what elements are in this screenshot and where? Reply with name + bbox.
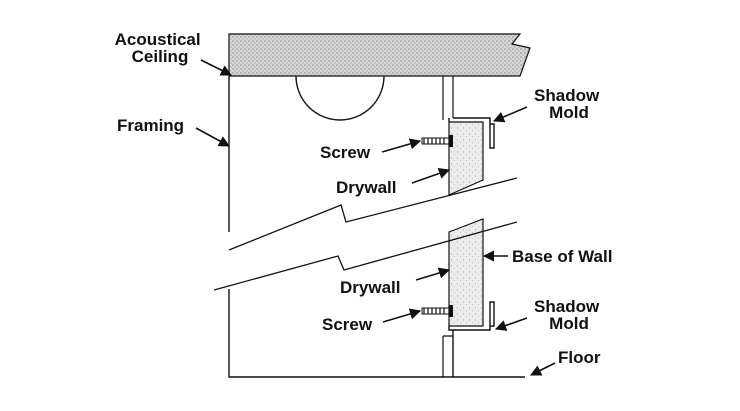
arrow-shadow-mold-top — [492, 106, 528, 123]
label-screw-top: Screw — [320, 143, 371, 162]
bottom-stud-line — [442, 335, 453, 377]
arrow-acoustical-ceiling — [200, 59, 233, 76]
drywall-panel-lower — [448, 218, 484, 327]
label-floor: Floor — [558, 348, 601, 367]
label-screw-bottom: Screw — [322, 315, 373, 334]
arrow-drywall-bottom — [415, 267, 451, 281]
break-line-lower — [213, 221, 518, 291]
break-line-upper — [228, 177, 518, 251]
label-shadow-mold-top: Shadow Mold — [534, 86, 604, 122]
arrow-shadow-mold-bottom — [494, 317, 528, 331]
screw-top-icon — [421, 135, 453, 147]
label-acoustical-ceiling: Acoustical Ceiling — [115, 30, 206, 66]
shadow-mold-top-profile — [448, 117, 495, 149]
arrow-screw-top — [381, 138, 422, 153]
arrow-framing — [195, 127, 230, 147]
top-stud-line — [442, 76, 454, 120]
arrow-drywall-top — [411, 168, 451, 184]
screw-bottom-icon — [421, 305, 453, 317]
label-drywall-top: Drywall — [336, 178, 396, 197]
label-shadow-mold-bottom: Shadow Mold — [534, 297, 604, 333]
arrow-screw-bottom — [382, 308, 422, 323]
label-drywall-bottom: Drywall — [340, 278, 400, 297]
label-base-of-wall: Base of Wall — [512, 247, 612, 266]
acoustical-ceiling-panel — [228, 33, 531, 77]
framing-outline-lower — [228, 289, 525, 378]
leader-arrows — [195, 59, 556, 376]
drywall-panel-upper — [448, 121, 484, 196]
arrow-floor — [529, 362, 556, 376]
shadow-mold-bottom-profile — [448, 301, 495, 377]
ceiling-light-fixture — [295, 75, 385, 121]
label-framing: Framing — [117, 116, 184, 135]
